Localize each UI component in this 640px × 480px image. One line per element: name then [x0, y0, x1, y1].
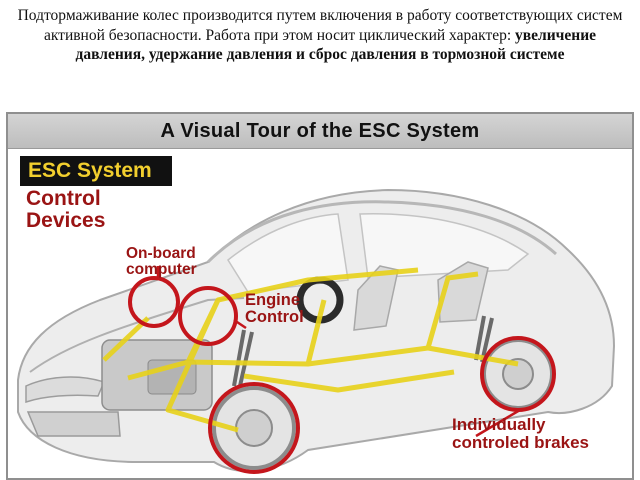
pointer-lines: [156, 266, 521, 438]
computer-ring: [128, 276, 180, 328]
caption-regular-text: Подтормаживание колес производится путем…: [17, 7, 623, 44]
diagram-title: A Visual Tour of the ESC System: [160, 119, 480, 142]
windshield: [227, 213, 349, 293]
car-cutaway-illustration: [17, 188, 616, 474]
esc-wiring: [102, 267, 519, 433]
front-brake-ring: [208, 382, 300, 474]
front-seat: [353, 265, 399, 331]
hood: [29, 297, 245, 373]
label-engine-control: Engine Control: [245, 291, 304, 327]
front-suspension: [232, 329, 254, 387]
rear-suspension: [474, 315, 494, 363]
side-window: [359, 213, 530, 279]
engine-control-ring: [178, 286, 238, 346]
headlight: [25, 376, 106, 404]
front-grille: [26, 411, 121, 437]
label-onboard-computer: On-board computer: [126, 245, 197, 279]
esc-diagram: A Visual Tour of the ESC System: [6, 112, 634, 480]
label-controlled-brakes: Individually controled brakes: [452, 415, 589, 452]
caption-paragraph: Подтормаживание колес производится путем…: [8, 6, 632, 65]
diagram-title-bar: A Visual Tour of the ESC System: [8, 114, 632, 149]
label-control-devices: Control Devices: [26, 187, 106, 233]
window-frame: [206, 200, 557, 264]
rear-wheel-hub: [502, 358, 534, 390]
esc-system-badge: ESC System: [20, 156, 172, 186]
front-wheel-hub: [235, 409, 273, 447]
caption-bold-text: увеличение давления, удержание давления …: [75, 26, 597, 64]
